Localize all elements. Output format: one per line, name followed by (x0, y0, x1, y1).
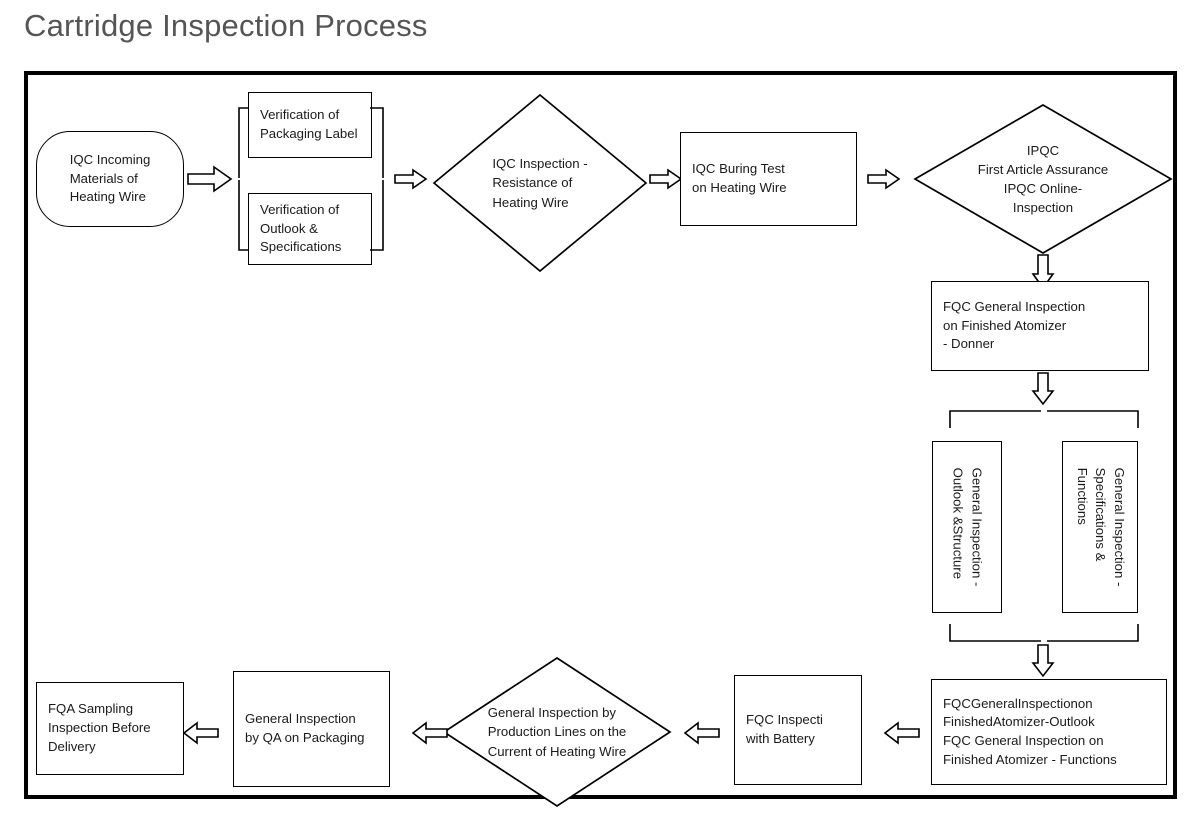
node-ipqc-first-article[interactable]: IPQC First Article Assurance IPQC Online… (913, 103, 1173, 255)
node-general-inspection-specifications-functions[interactable]: General Inspection - Specifications & Fu… (1062, 441, 1138, 613)
node-iqc-inspection-resistance-label: IQC Inspection - Resistance of Heating W… (492, 156, 588, 210)
node-general-inspection-specifications-functions-label: General Inspection - Specifications & Fu… (1074, 467, 1128, 587)
arrow-left-2 (683, 721, 720, 745)
node-ipqc-first-article-label: IPQC First Article Assurance IPQC Online… (977, 142, 1109, 216)
split-brace-left (231, 107, 253, 251)
arrow-left-3 (411, 721, 448, 745)
page-title: Cartridge Inspection Process (24, 8, 428, 43)
node-iqc-incoming-label: IQC Incoming Materials of Heating Wire (69, 151, 151, 205)
node-verification-packaging-label[interactable]: Verification of Packaging Label (248, 92, 372, 158)
node-general-inspection-outlook-structure[interactable]: General Inspection - Outlook &Structure (932, 441, 1002, 613)
arrow-down-2 (1031, 372, 1055, 406)
arrow-left-1 (883, 721, 920, 745)
node-fqc-general-outlook-functions[interactable]: FQCGeneralInspectionon FinishedAtomizer-… (931, 679, 1167, 785)
node-iqc-buring-test[interactable]: IQC Buring Test on Heating Wire (680, 132, 857, 226)
node-general-inspection-outlook-structure-label: General Inspection - Outlook &Structure (951, 467, 985, 587)
diagram-frame: IQC Incoming Materials of Heating Wire V… (24, 71, 1177, 808)
node-general-inspection-production-lines-label: General Inspection by Production Lines o… (487, 705, 627, 759)
node-fqc-inspection-battery[interactable]: FQC Inspecti with Battery (734, 675, 862, 785)
node-iqc-buring-test-label: IQC Buring Test on Heating Wire (692, 161, 787, 195)
node-iqc-incoming[interactable]: IQC Incoming Materials of Heating Wire (36, 131, 184, 227)
arrow-left-4 (182, 721, 219, 745)
node-general-inspection-qa-packaging-label: General Inspection by QA on Packaging (245, 711, 365, 745)
node-general-inspection-production-lines[interactable]: General Inspection by Production Lines o… (442, 656, 672, 808)
node-iqc-inspection-resistance[interactable]: IQC Inspection - Resistance of Heating W… (432, 93, 648, 273)
node-fqc-general-donner-label: FQC General Inspection on Finished Atomi… (943, 298, 1086, 352)
node-verification-outlook-specifications[interactable]: Verification of Outlook & Specifications (248, 193, 372, 265)
arrow-right-1 (187, 165, 233, 193)
node-verification-packaging-label-label: Verification of Packaging Label (260, 107, 358, 141)
arrow-right-2 (394, 168, 428, 190)
node-general-inspection-qa-packaging[interactable]: General Inspection by QA on Packaging (233, 671, 390, 787)
arrow-right-4 (867, 168, 901, 190)
node-fqc-general-outlook-functions-label: FQCGeneralInspectionon FinishedAtomizer-… (943, 695, 1117, 767)
arrow-right-3 (649, 168, 683, 190)
node-fqc-general-donner[interactable]: FQC General Inspection on Finished Atomi… (931, 281, 1149, 371)
merge-brace-right (369, 107, 391, 251)
merge-brace-bottom (949, 623, 1139, 647)
split-brace-top (949, 405, 1139, 429)
node-fqc-inspection-battery-label: FQC Inspecti with Battery (746, 712, 823, 746)
node-verification-outlook-specifications-label: Verification of Outlook & Specifications (260, 201, 342, 255)
node-fqa-sampling-inspection-label: FQA Sampling Inspection Before Delivery (48, 701, 151, 754)
arrow-down-3 (1031, 644, 1055, 678)
node-fqa-sampling-inspection[interactable]: FQA Sampling Inspection Before Delivery (36, 682, 184, 775)
